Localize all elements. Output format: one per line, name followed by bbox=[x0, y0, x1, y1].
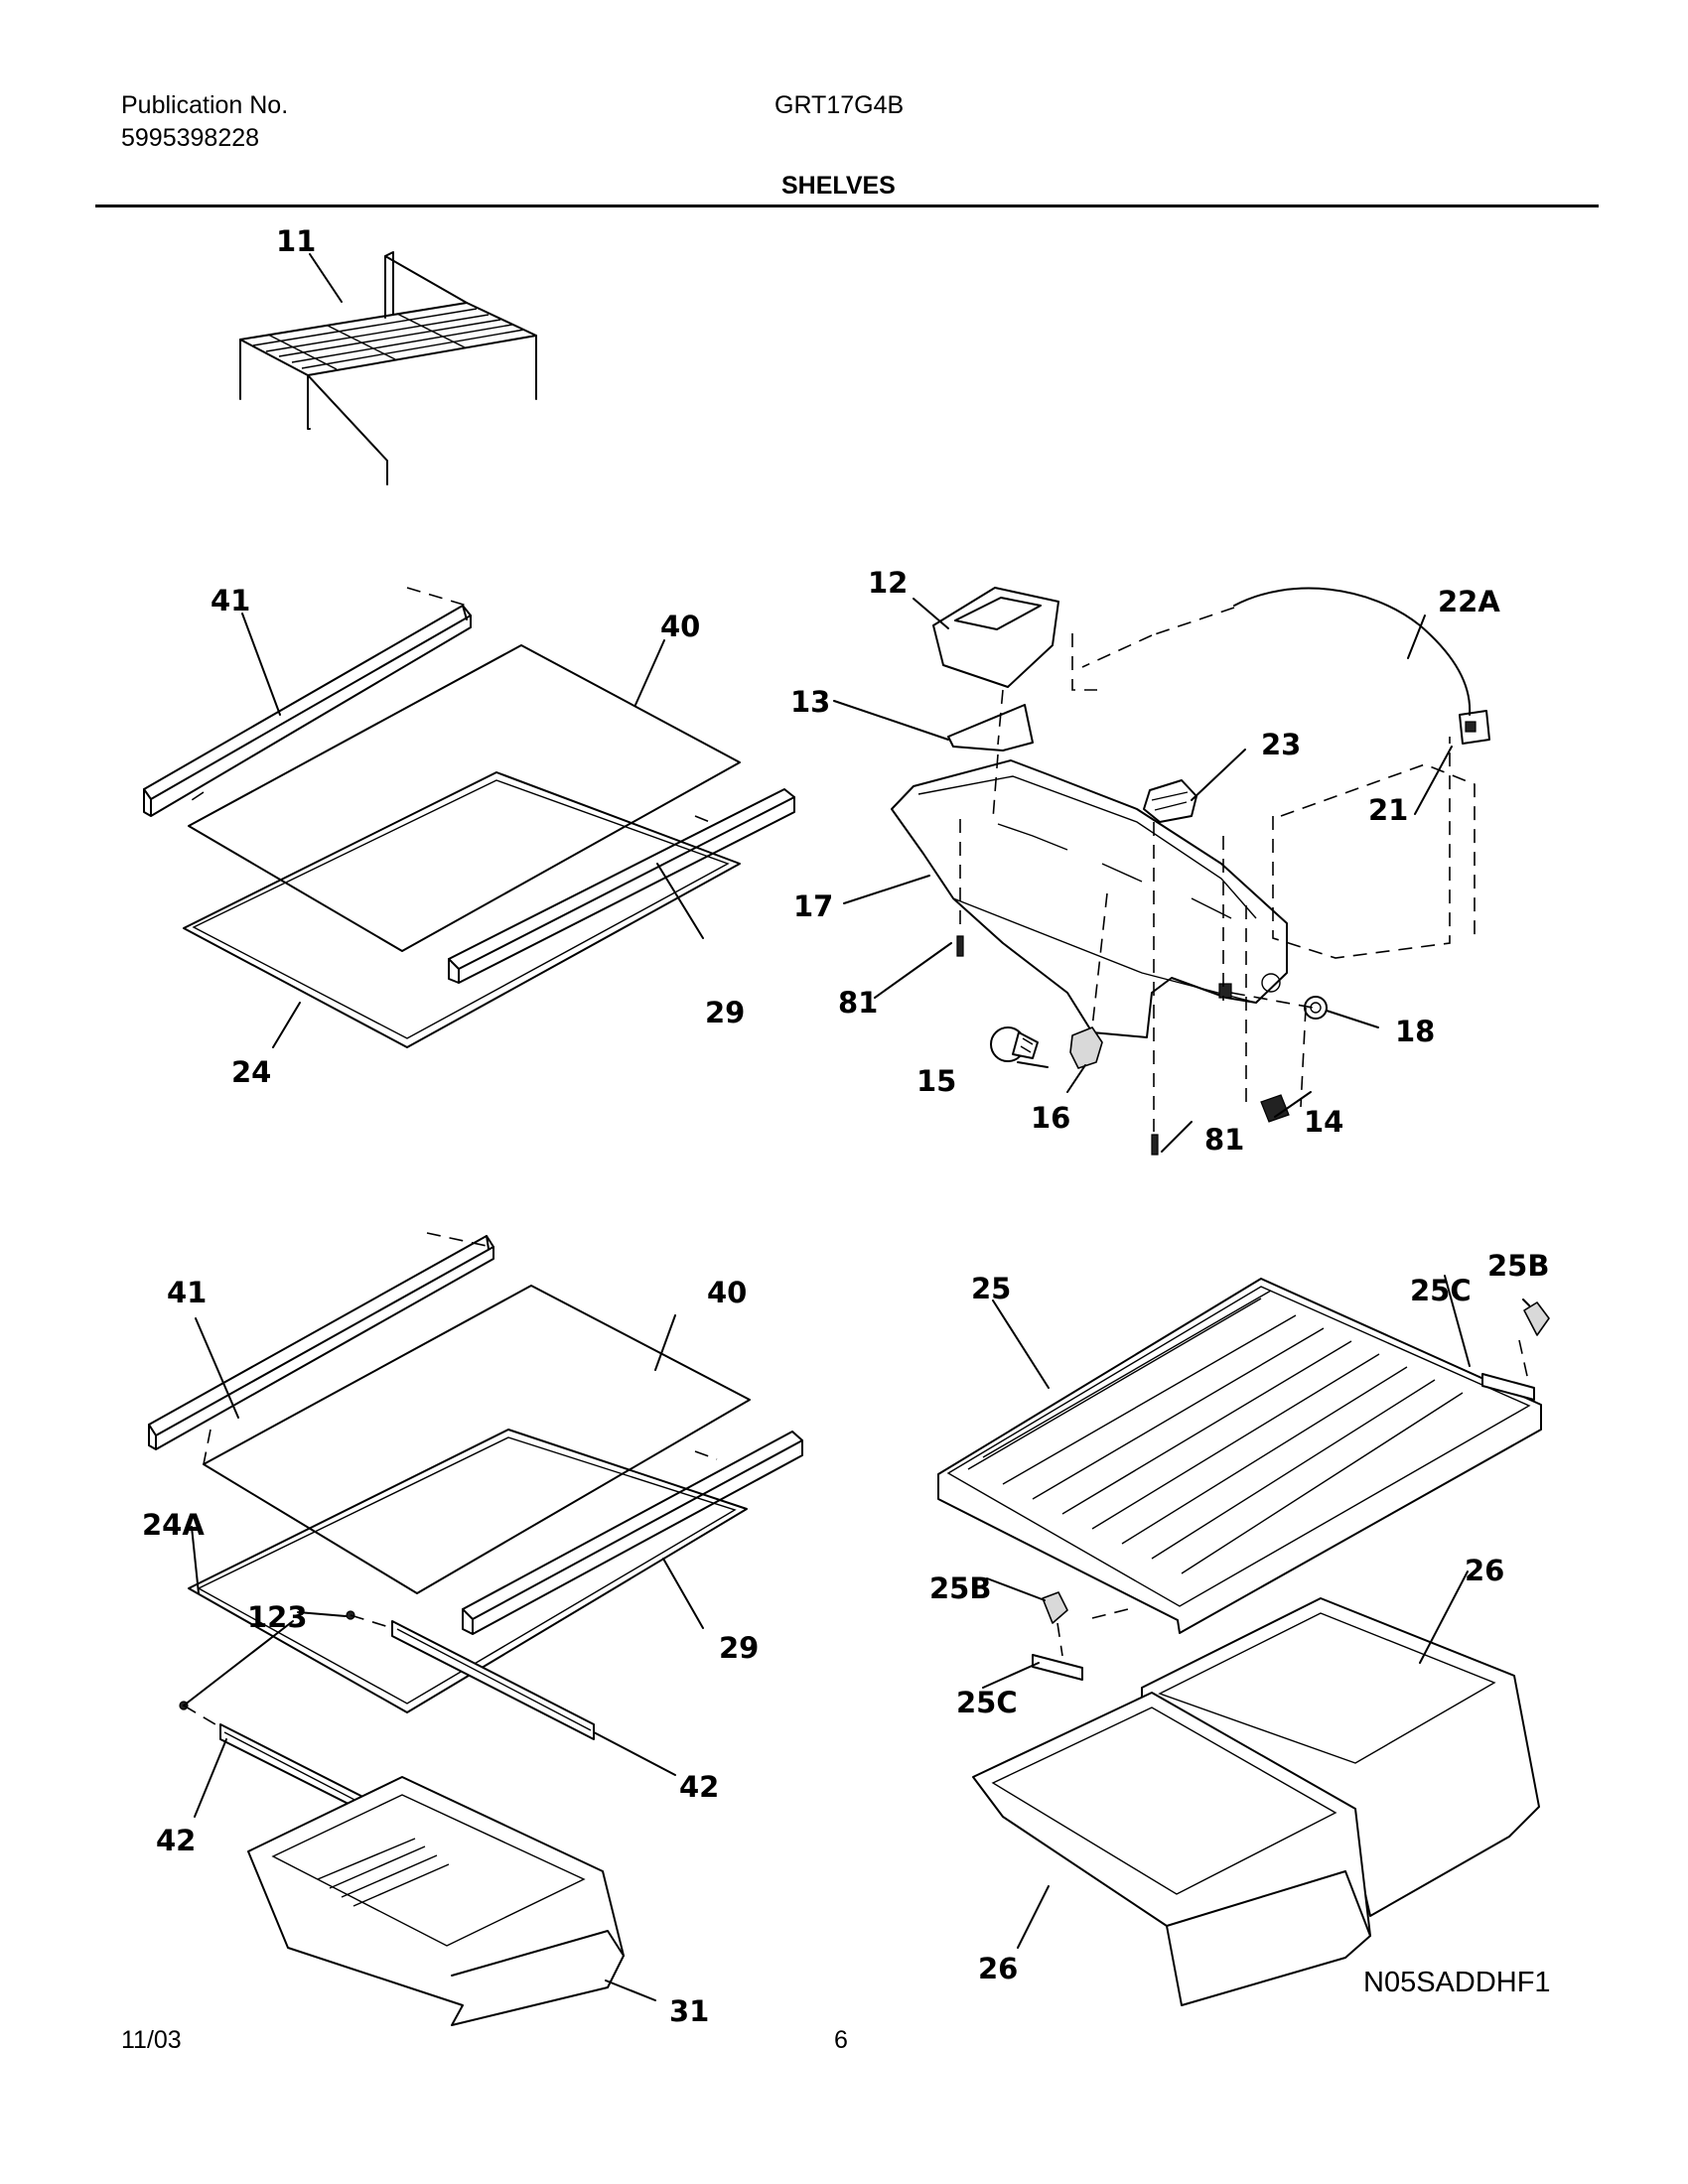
callout-40-upper: 40 bbox=[660, 610, 700, 643]
callout-22a: 22A bbox=[1438, 585, 1500, 618]
leader-lines bbox=[183, 253, 1530, 2001]
callout-25b-lower: 25B bbox=[929, 1571, 991, 1605]
callout-18: 18 bbox=[1395, 1015, 1435, 1048]
publication-label: Publication No. bbox=[121, 91, 289, 119]
callout-11: 11 bbox=[276, 224, 316, 258]
callout-42-left: 42 bbox=[156, 1824, 196, 1857]
callout-29-lower: 29 bbox=[719, 1631, 759, 1665]
header-rule bbox=[95, 205, 1599, 207]
callout-41-lower: 41 bbox=[167, 1276, 207, 1309]
callout-26-front: 26 bbox=[978, 1952, 1018, 1985]
glass-shelf-assembly-lower bbox=[148, 1232, 803, 2026]
callout-81-left: 81 bbox=[838, 986, 878, 1020]
callout-labels: 11 41 40 29 24 12 22A 13 23 21 17 81 18 … bbox=[142, 224, 1549, 2028]
callout-41-upper: 41 bbox=[211, 584, 250, 617]
callout-12: 12 bbox=[868, 566, 908, 600]
callout-123: 123 bbox=[247, 1600, 308, 1634]
callout-81-right: 81 bbox=[1204, 1123, 1244, 1157]
section-title: SHELVES bbox=[781, 172, 896, 200]
callout-23: 23 bbox=[1261, 728, 1301, 761]
crisper-cover-and-bins bbox=[937, 1278, 1550, 2006]
callout-26-back: 26 bbox=[1465, 1554, 1504, 1587]
callout-40-lower: 40 bbox=[707, 1276, 747, 1309]
callout-13: 13 bbox=[790, 685, 830, 719]
callout-16: 16 bbox=[1031, 1101, 1070, 1135]
page-number: 6 bbox=[834, 2026, 848, 2054]
callout-42-right: 42 bbox=[679, 1770, 719, 1804]
callout-17: 17 bbox=[793, 889, 833, 923]
model-number: GRT17G4B bbox=[774, 91, 905, 119]
footer-date: 11/03 bbox=[121, 2026, 182, 2054]
callout-21: 21 bbox=[1368, 793, 1408, 827]
callout-25c-upper: 25C bbox=[1410, 1274, 1472, 1307]
callout-29-upper: 29 bbox=[705, 996, 745, 1029]
callout-15: 15 bbox=[916, 1064, 956, 1098]
callout-14: 14 bbox=[1304, 1105, 1343, 1139]
callout-25: 25 bbox=[971, 1272, 1011, 1305]
callout-31: 31 bbox=[669, 1994, 709, 2028]
diagram-code: N05SADDHF1 bbox=[1363, 1967, 1551, 1998]
publication-number: 5995398228 bbox=[121, 124, 260, 152]
callout-25b-upper: 25B bbox=[1487, 1249, 1549, 1283]
wire-shelf-11 bbox=[239, 251, 537, 485]
control-housing-assembly bbox=[891, 587, 1490, 1156]
callout-24: 24 bbox=[231, 1055, 271, 1089]
glass-shelf-assembly-upper bbox=[143, 587, 795, 1048]
callout-24a: 24A bbox=[142, 1508, 205, 1542]
callout-25c-lower: 25C bbox=[956, 1686, 1018, 1719]
